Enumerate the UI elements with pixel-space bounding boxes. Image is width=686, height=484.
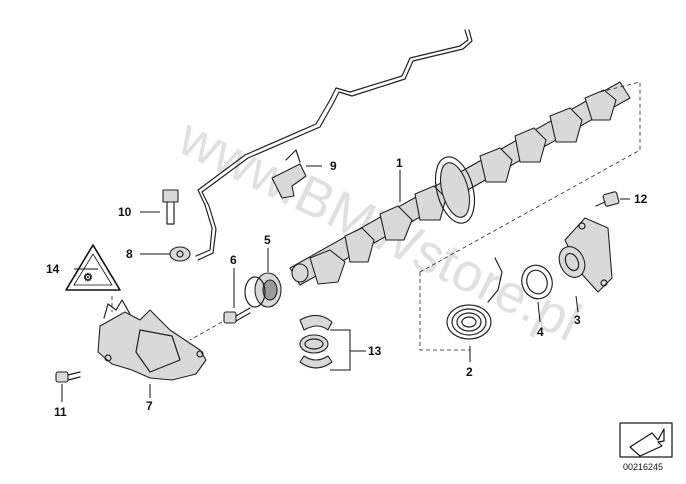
oil-pipe-part-8 (169, 29, 473, 262)
callout-2: 2 (466, 365, 473, 379)
sensor-housing-part-7 (97, 296, 207, 381)
bracket-part-3 (558, 217, 613, 293)
callout-9: 9 (330, 159, 337, 173)
reference-box: 00216245 (619, 422, 673, 472)
warning-label-part-14: ⚙ (65, 244, 121, 291)
callout-12: 12 (634, 192, 648, 206)
bearing-part-13 (299, 314, 351, 371)
arrow-icon (629, 428, 665, 457)
leader-lines (61, 165, 630, 402)
callout-13: 13 (368, 344, 382, 358)
callout-3: 3 (574, 313, 581, 327)
callout-5: 5 (264, 233, 271, 247)
callout-7: 7 (146, 399, 153, 413)
washer-part-4 (521, 264, 553, 300)
camshaft-part-1 (289, 81, 641, 351)
clip-part-9 (271, 149, 307, 199)
callouts: 1 2 3 4 5 6 7 8 9 10 11 12 13 14 (46, 156, 648, 419)
callout-4: 4 (537, 325, 544, 339)
seal-ring-part-5 (244, 272, 282, 308)
spring-part-2 (446, 257, 503, 340)
callout-10: 10 (118, 205, 132, 219)
reference-number: 00216245 (623, 462, 663, 472)
bolt-part-11 (55, 371, 81, 383)
callout-1: 1 (396, 156, 403, 170)
bolt-part-10 (162, 189, 179, 225)
svg-text:⚙: ⚙ (83, 272, 93, 284)
callout-6: 6 (230, 253, 237, 267)
callout-14: 14 (46, 262, 60, 276)
callout-8: 8 (126, 247, 133, 261)
bolt-part-6 (189, 307, 251, 341)
bolt-part-12 (595, 191, 620, 207)
callout-11: 11 (54, 405, 67, 419)
